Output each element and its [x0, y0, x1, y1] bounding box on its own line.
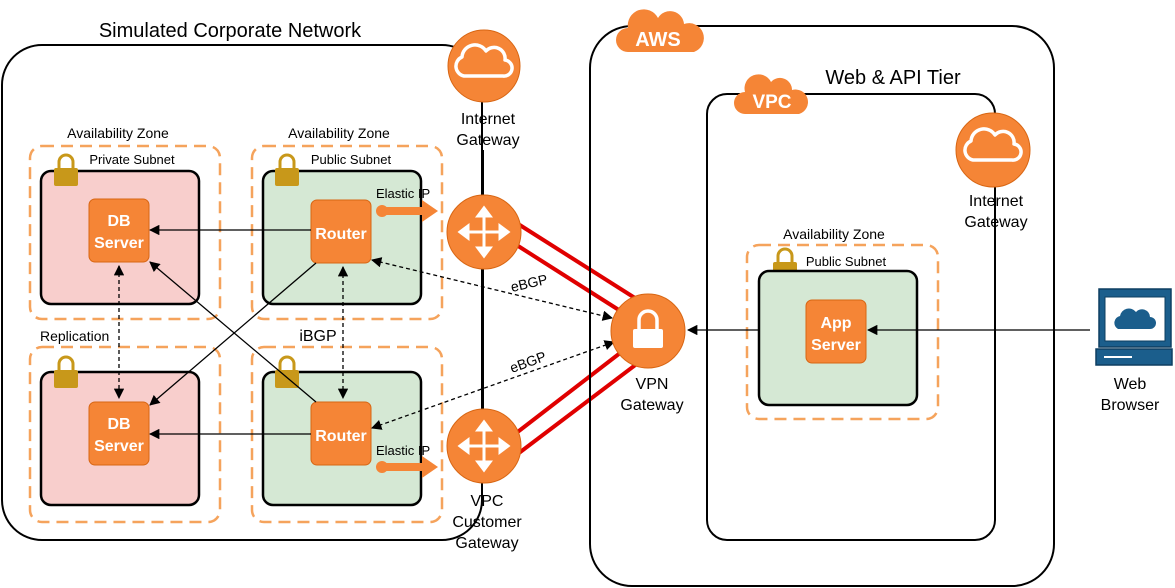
aws-public-subnet-label: Public Subnet [806, 254, 887, 269]
elastic-ip-label: Elastic IP [376, 186, 430, 201]
router-bottom[interactable]: Router [310, 401, 372, 466]
db-server-bottom[interactable]: DB Server [88, 401, 150, 466]
az-box-private-top [28, 144, 222, 321]
public-subnet-label: Public Subnet [311, 152, 392, 167]
vpn-gateway[interactable] [610, 293, 686, 369]
app-server[interactable]: App Server [805, 299, 867, 364]
lock-icon [52, 153, 80, 188]
router-label: Router [315, 226, 367, 243]
az-box-private-bottom [28, 345, 222, 524]
app-server-label-line1: App [820, 315, 851, 332]
db-server-label-line2: Server [94, 438, 144, 455]
elastic-ip-top [376, 200, 438, 222]
web-browser-label-line2: Browser [1101, 397, 1160, 414]
app-server-label-line2: Server [811, 337, 861, 354]
aws-badge-label: AWS [635, 29, 681, 51]
db-server-label-line1: DB [107, 416, 130, 433]
router-label: Router [315, 428, 367, 445]
web-browser-icon[interactable] [1095, 288, 1173, 366]
replication-label: Replication [40, 328, 109, 344]
customer-gateway-label-line3: Gateway [455, 535, 518, 552]
ebgp-label-top: eBGP [509, 271, 549, 295]
lock-icon [273, 153, 301, 188]
router-top[interactable]: Router [310, 199, 372, 264]
vpn-gateway-label-line1: VPN [636, 376, 669, 393]
elastic-ip-label: Elastic IP [376, 443, 430, 458]
lock-icon [273, 355, 301, 390]
padlock-icon [633, 309, 663, 348]
db-server-label-line2: Server [94, 235, 144, 252]
vpn-gateway-label-line2: Gateway [620, 397, 683, 414]
aws-badge: AWS [616, 9, 704, 53]
vpc-boundary [706, 93, 996, 541]
arrow-router-bottom-to-db-top [149, 261, 317, 403]
internet-gateway-aws[interactable] [955, 112, 1031, 188]
aws-az-box [745, 243, 940, 421]
aws-internet-gateway-label-line1: Internet [969, 193, 1024, 210]
ebgp-arrow-top [370, 257, 614, 321]
ebgp-arrow-bottom [371, 340, 615, 430]
az-box-public-top [250, 144, 444, 321]
elastic-ip-bottom [376, 456, 438, 478]
internet-gateway-corporate[interactable] [447, 29, 521, 103]
web-browser-label-line1: Web [1114, 376, 1147, 393]
aws-internet-gateway-label-line2: Gateway [964, 214, 1027, 231]
arrow-router-top-to-db-bottom [149, 262, 317, 406]
corporate-network-title: Simulated Corporate Network [99, 20, 362, 42]
ebgp-label-bottom: eBGP [508, 348, 549, 376]
ibgp-label: iBGP [299, 328, 336, 345]
customer-gateway-label-line2: Customer [452, 514, 522, 531]
web-api-tier-title: Web & API Tier [825, 67, 961, 89]
vpc-customer-gateway[interactable] [446, 408, 522, 484]
private-subnet-label: Private Subnet [89, 152, 175, 167]
aws-cloud-boundary [589, 25, 1055, 587]
az-label-left: Availability Zone [67, 125, 169, 141]
vpc-badge-label: VPC [752, 92, 791, 113]
az-label-right: Availability Zone [288, 125, 390, 141]
internet-gateway-label-line1: Internet [461, 111, 516, 128]
db-server-label-line1: DB [107, 213, 130, 230]
gateway-router-top[interactable] [446, 194, 522, 270]
vpc-badge: VPC [734, 74, 808, 114]
aws-az-label: Availability Zone [783, 226, 885, 242]
db-server-top[interactable]: DB Server [88, 198, 150, 263]
lock-icon [52, 355, 80, 390]
internet-gateway-label-line2: Gateway [456, 132, 519, 149]
customer-gateway-label-line1: VPC [471, 493, 504, 510]
